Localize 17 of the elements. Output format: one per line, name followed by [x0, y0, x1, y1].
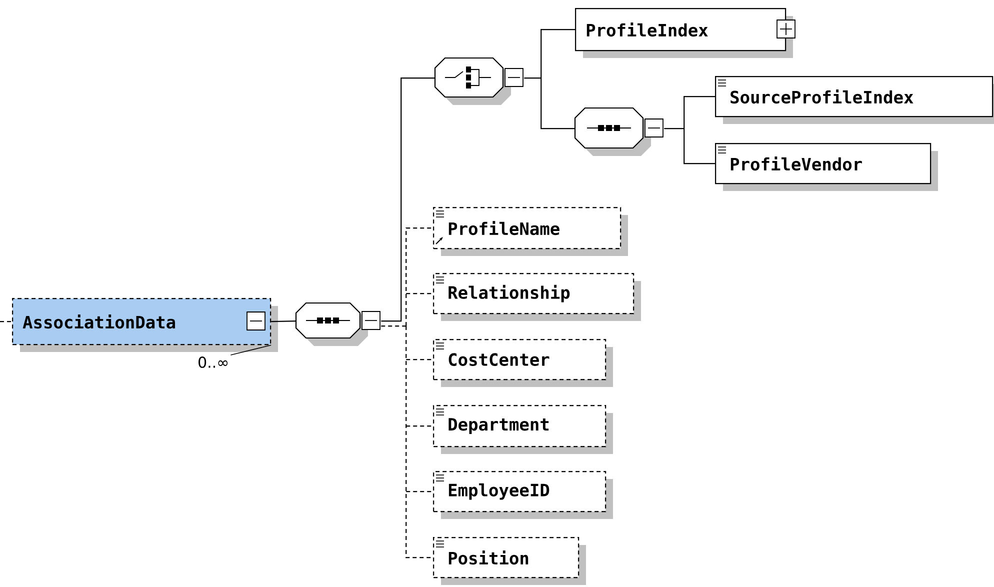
element-box: ProfileName [433, 207, 628, 256]
element-box: ProfileIndex [575, 8, 796, 58]
element-box: Department [433, 405, 613, 454]
compositor-octagon [295, 302, 380, 346]
element-box: AssociationData [12, 298, 278, 352]
element-box: Position [433, 537, 586, 585]
compositor-octagon [574, 107, 664, 156]
leader-line [230, 344, 272, 356]
connector-line [271, 320, 296, 322]
connector-line [0, 321, 12, 322]
element-box: SourceProfileIndex [715, 76, 994, 124]
element-box: Relationship [433, 273, 641, 321]
element-box: EmployeeID [433, 471, 613, 519]
element-box: CostCenter [433, 339, 613, 387]
element-box: ProfileVendor [715, 143, 938, 191]
compositor-octagon [434, 57, 524, 105]
multiplicity-label: 0..∞ [198, 356, 228, 368]
